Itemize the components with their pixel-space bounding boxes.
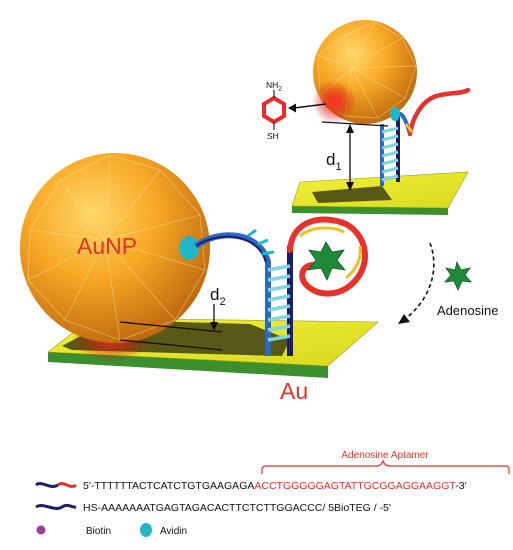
sh-label: SH bbox=[267, 131, 279, 141]
adenosine-transition: Adenosine bbox=[398, 242, 498, 324]
strand1-suffix: -3' bbox=[455, 480, 466, 492]
lower-dna-hairpin bbox=[194, 216, 368, 356]
d2-label: d bbox=[210, 285, 219, 304]
strand1-aptamer: ACCTGGGGGAGTATTGCGGAGGAAGGT bbox=[254, 480, 456, 492]
adenosine-molecule-icon bbox=[444, 260, 472, 291]
strand1-prefix: 5'-TTTTTTACTCATCTGTGAAGAGA bbox=[83, 480, 254, 492]
au-label: Au bbox=[280, 378, 308, 404]
aunp-label: AuNP bbox=[77, 233, 137, 259]
svg-text:NH2: NH2 bbox=[266, 80, 282, 93]
svg-text:5'-TTTTTTACTCATCTGTGAAGAGAACCT: 5'-TTTTTTACTCATCTGTGAAGAGAACCTGGGGGAGTAT… bbox=[83, 480, 467, 492]
lower-avidin bbox=[179, 236, 199, 260]
upper-dna-duplex bbox=[380, 87, 471, 186]
nh2-subscript: 2 bbox=[278, 86, 282, 93]
upper-avidin bbox=[390, 107, 400, 121]
upper-scene: NH2 SH bbox=[262, 20, 471, 215]
d1-label: d bbox=[326, 150, 335, 169]
aptamer-title: Adenosine Aptamer bbox=[341, 450, 429, 461]
nh2-label: NH bbox=[266, 80, 278, 90]
strand2-icon bbox=[35, 503, 77, 510]
upper-substrate-side bbox=[292, 206, 448, 215]
biotin-label: Biotin bbox=[86, 526, 111, 537]
svg-text:d1: d1 bbox=[326, 150, 342, 173]
d2-subscript: 2 bbox=[219, 296, 225, 308]
sequence-legend: Adenosine Aptamer 5'-TTTTTTACTCATCTGTGAA… bbox=[35, 450, 510, 537]
avidin-icon bbox=[140, 523, 152, 537]
upper-aunp bbox=[312, 20, 417, 124]
lower-aunp: AuNP bbox=[20, 153, 210, 343]
adenosine-label: Adenosine bbox=[437, 303, 498, 318]
strand1-icon bbox=[35, 482, 59, 488]
d1-subscript: 1 bbox=[335, 161, 341, 173]
avidin-label: Avidin bbox=[160, 526, 187, 537]
lower-scene: AuNP bbox=[20, 153, 379, 404]
d2-marker: d2 bbox=[119, 285, 226, 351]
aminothiophenol-molecule-icon: NH2 SH bbox=[262, 80, 327, 141]
biotin-icon bbox=[36, 525, 46, 535]
upper-shadow bbox=[312, 186, 392, 203]
d1-marker: d1 bbox=[321, 121, 389, 191]
svg-text:d2: d2 bbox=[210, 285, 226, 308]
strand2-sequence: HS-AAAAAAATGAGTAGACACTTCTCTTGGACCC/ 5Bio… bbox=[83, 502, 391, 514]
bound-adenosine-icon bbox=[307, 241, 346, 281]
